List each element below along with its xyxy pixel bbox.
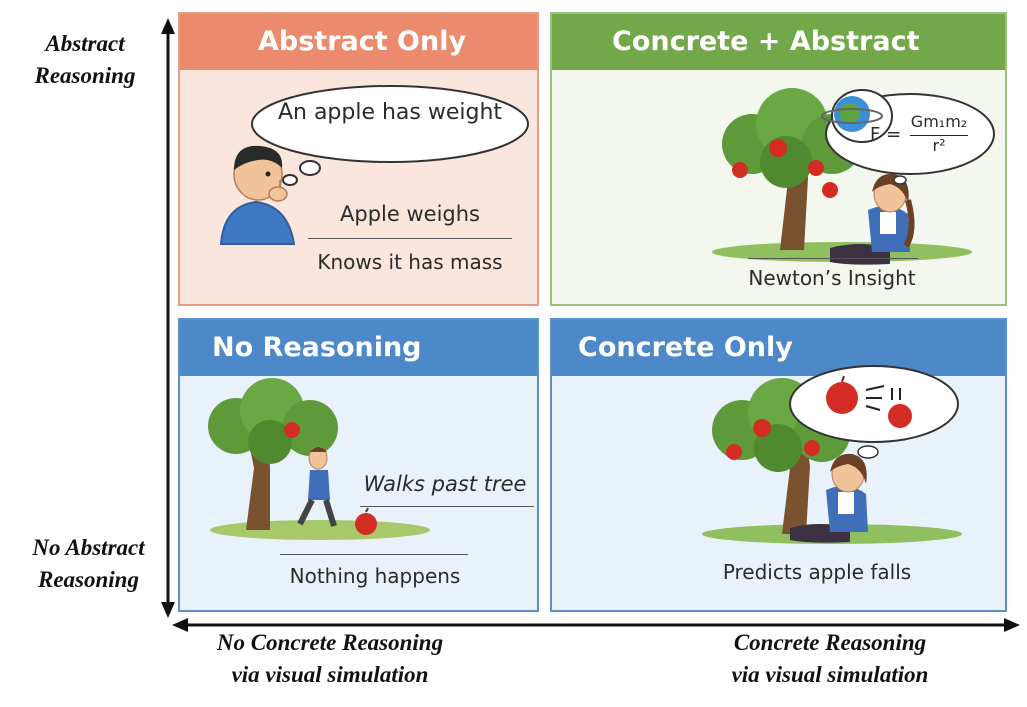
divider-top [360,506,534,507]
panel-concrete-only: Concrete Only Predicts apple falls [550,318,1007,612]
thought-bubble [251,85,529,195]
thinking-boy-icon [219,145,296,245]
resting-girl-icon [790,453,868,543]
vertical-axis-arrow [161,18,175,618]
panel-title: Abstract Only [180,14,537,70]
formula-thought-bubble [821,89,995,185]
formula-numerator: Gm₁m₂ [910,112,968,131]
y-axis-bottom-label: No Abstract Reasoning [32,535,145,592]
falling-apple-thought-bubble [789,365,959,459]
line-walks-past-tree: Walks past tree [363,472,527,496]
caption-nothing-happens: Nothing happens [289,564,461,588]
formula-denominator: r² [932,136,946,155]
panel-abstract-only: Abstract Only An apple has weight Apple … [178,12,539,306]
horizontal-axis-arrow [172,618,1020,632]
y-axis-top-label: Abstract Reasoning [34,31,136,88]
thought-text: An apple has weight [277,100,503,125]
caption-predicts-apple-falls: Predicts apple falls [722,560,912,584]
panel-title: Concrete + Abstract [552,14,1005,70]
panel-title: No Reasoning [180,320,537,376]
panel-no-reasoning: No Reasoning Walks past tree Nothing hap… [178,318,539,612]
line-apple-weighs: Apple weighs [340,202,480,226]
formula-lhs: F = [870,124,902,145]
apple-tree-walker-illustration [208,378,430,540]
x-axis-left-label: No Concrete Reasoning via visual simulat… [216,630,444,687]
line-knows-mass: Knows it has mass [317,250,503,274]
divider [748,258,918,259]
x-axis-right-label: Concrete Reasoning via visual simulation [731,630,929,687]
caption-newtons-insight: Newton’s Insight [748,266,916,290]
panel-concrete-abstract: Concrete + Abstract F = Gm₁m₂ r² Newton’… [550,12,1007,306]
panel-title: Concrete Only [552,320,1005,376]
divider-bottom [280,554,468,555]
divider [308,238,512,239]
formula-fraction-bar [910,135,968,136]
